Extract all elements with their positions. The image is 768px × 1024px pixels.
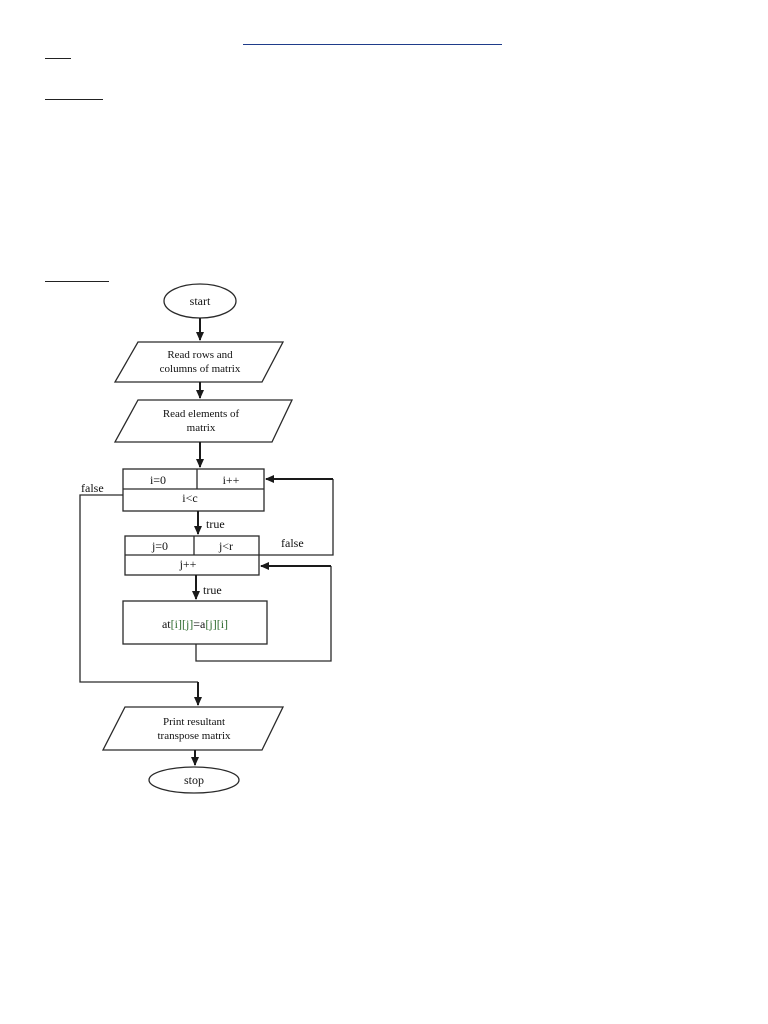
start-label: start xyxy=(190,294,211,308)
title-underline xyxy=(243,44,502,45)
assign-index-2: [j][i] xyxy=(205,617,228,631)
read-size-line-2: columns of matrix xyxy=(160,363,241,375)
read-size-line-1: Read rows and xyxy=(167,349,233,361)
outer-false-label: false xyxy=(81,481,104,495)
assign-statement: at[i][j]=a[j][i] xyxy=(162,617,228,631)
read-elements-io xyxy=(113,399,294,443)
section-underline-2 xyxy=(45,281,109,282)
assign-process-box xyxy=(122,600,268,645)
outer-false-path xyxy=(79,494,198,683)
inner-false-label: false xyxy=(281,536,304,550)
stop-label: stop xyxy=(184,773,204,787)
short-underline xyxy=(45,58,71,59)
outer-loop-condition: i<c xyxy=(182,491,197,505)
outer-loop-increment: i++ xyxy=(223,473,240,487)
outer-loop-box xyxy=(122,468,265,512)
read-elements-line-1: Read elements of xyxy=(163,408,240,420)
inner-false-path xyxy=(259,479,334,556)
print-line-2: transpose matrix xyxy=(157,730,231,742)
assign-loopback-path xyxy=(195,566,332,662)
section-underline-1 xyxy=(45,99,103,100)
inner-true-label: true xyxy=(203,583,222,597)
inner-loop-init: j=0 xyxy=(151,539,168,553)
outer-loop-init: i=0 xyxy=(150,473,166,487)
read-elements-line-2: matrix xyxy=(187,422,216,434)
inner-loop-increment: j++ xyxy=(179,557,197,571)
read-size-io xyxy=(113,341,285,383)
assign-mid: =a xyxy=(193,617,206,631)
outer-true-label: true xyxy=(206,517,225,531)
stop-terminal xyxy=(148,766,240,794)
assign-index-1: [i][j] xyxy=(171,617,194,631)
print-io xyxy=(101,706,285,751)
inner-loop-condition: j<r xyxy=(218,539,233,553)
assign-prefix: at xyxy=(162,617,171,631)
print-line-1: Print resultant xyxy=(163,716,225,728)
